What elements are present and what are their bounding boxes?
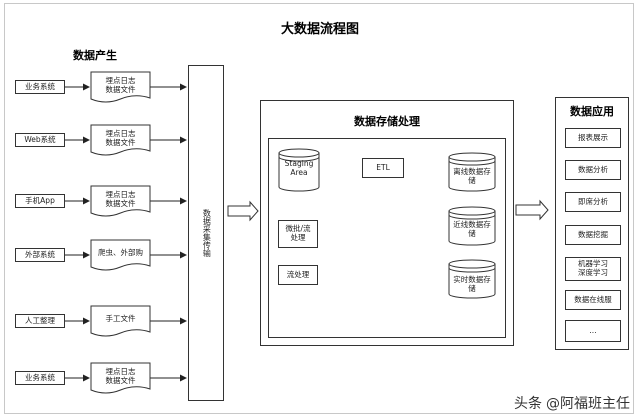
staging-area-label: Staging Area [279,154,319,184]
data-file-doc: 爬虫、外部购 [91,241,150,266]
doc-line: 数据文件 [105,84,136,94]
document-shape [90,305,151,337]
section-title-storage: 数据存储处理 [354,115,420,128]
data-collector-label: 数据采集传输 [202,209,212,257]
source-system-label: 人工整理 [25,315,55,325]
source-system-label: Web系统 [24,134,56,144]
staging-line: Staging [284,159,314,169]
data-file-doc: 手工文件 [91,307,150,332]
cylinder-band [278,156,320,162]
etl-label: ETL [376,162,390,172]
cylinder-band [448,267,496,273]
stream-processing-box: 流处理 [278,265,318,285]
app-item-label: 即席分析 [578,196,608,206]
db-line: 储 [468,284,476,293]
app-item-box: 即席分析 [565,192,621,212]
app-item-label: 机器学习 [578,259,608,269]
source-system-box: 业务系统 [15,80,65,94]
source-system-box: 人工整理 [15,314,65,328]
doc-line: 埋点日志 [105,128,136,138]
document-shape [90,362,151,394]
data-collector-column: 数据采集传输 [188,65,224,401]
app-item-label: 数据分析 [578,164,608,174]
source-system-box: Web系统 [15,133,65,147]
cylinder-top [448,206,496,216]
source-system-box: 外部系统 [15,248,65,262]
cylinder-body [278,152,320,192]
source-system-box: 业务系统 [15,371,65,385]
big-arrows [227,199,549,222]
app-item-box: 数据分析 [565,160,621,180]
app-item-label: 数据挖掘 [578,229,608,239]
section-title-application: 数据应用 [570,105,614,118]
section-title-production: 数据产生 [73,49,117,62]
watermark-prefix: 头条 [514,396,542,412]
source-system-label: 业务系统 [25,372,55,382]
document-shape [90,124,151,156]
db-line: 储 [468,176,476,185]
cylinder-band [448,214,496,220]
micro-batch-box: 微批/流 处理 [278,220,318,248]
doc-line: 埋点日志 [105,189,136,199]
data-file-doc: 埋点日志 数据文件 [91,187,150,212]
source-system-box: 手机App [15,194,65,208]
cylinder-top [448,152,496,162]
nearline-storage-label: 近线数据存 储 [449,220,495,240]
source-arrows [65,83,187,382]
app-item-label: 报表展示 [578,132,608,142]
cylinder-top [448,259,496,269]
doc-line: 手工文件 [105,314,136,324]
app-item-label: ... [589,325,597,335]
realtime-storage-label: 实时数据存 储 [449,275,495,295]
staging-line: Area [290,168,308,177]
app-item-box: 数据挖掘 [565,225,621,245]
cylinder-body [448,156,496,192]
app-item-box: ... [565,320,621,342]
source-system-label: 业务系统 [25,81,55,91]
db-line: 储 [468,229,476,238]
db-line: 离线数据存 [453,167,491,177]
diagram-title: 大数据流程图 [280,22,359,37]
cylinder-body [448,263,496,299]
doc-line: 埋点日志 [105,366,136,376]
outer-border [4,3,634,414]
app-item-box: 数据在线服 [565,290,621,310]
doc-line: 数据文件 [105,137,136,147]
watermark-handle: @阿福班主任 [546,396,630,412]
hollow-flow-arrow [515,199,549,221]
cylinder-top [278,148,320,158]
micro-batch-line: 微批/流 [285,224,311,234]
app-item-box: 报表展示 [565,128,621,148]
data-file-doc: 埋点日志 数据文件 [91,364,150,389]
data-file-doc: 埋点日志 数据文件 [91,73,150,98]
data-file-doc: 埋点日志 数据文件 [91,126,150,151]
doc-line: 爬虫、外部购 [98,248,143,258]
app-item-label: 深度学习 [578,268,608,277]
source-system-label: 外部系统 [25,249,55,259]
app-item-label: 数据在线服 [574,294,612,304]
db-line: 近线数据存 [453,220,491,230]
document-shape [90,239,151,271]
source-system-label: 手机App [25,195,55,205]
etl-box: ETL [362,158,404,178]
document-shape [90,71,151,103]
document-shape [90,185,151,217]
doc-line: 埋点日志 [105,75,136,85]
watermark: 头条 @阿福班主任 [514,393,630,413]
offline-storage-label: 离线数据存 储 [449,167,495,187]
micro-batch-line: 处理 [290,233,306,242]
hollow-flow-arrow [227,200,259,222]
db-line: 实时数据存 [453,275,491,285]
cylinder-band [448,160,496,166]
stream-processing-label: 流处理 [286,269,310,279]
doc-line: 数据文件 [105,375,136,385]
app-item-box: 机器学习 深度学习 [565,257,621,281]
cylinder-body [448,210,496,246]
doc-line: 数据文件 [105,198,136,208]
